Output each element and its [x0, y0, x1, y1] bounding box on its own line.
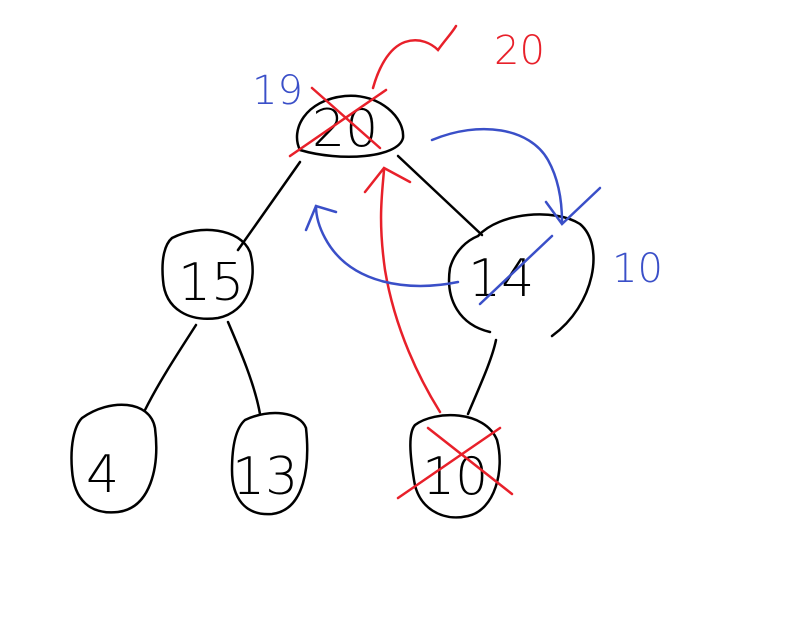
edge-left-leftleft — [143, 323, 198, 412]
root-new-value: 19 — [252, 68, 303, 114]
node-right-outline — [447, 213, 595, 338]
root-cross-mark — [288, 86, 388, 158]
swap-arrow-top-head — [544, 186, 602, 226]
node-rightleft-label: 10 — [422, 447, 488, 507]
node-left-label: 15 — [178, 253, 244, 313]
root-old-value-note: 20 — [494, 28, 545, 74]
swap-arrow-bottom — [314, 204, 460, 288]
tree-nodes — [70, 94, 595, 519]
node-leftright-outline — [230, 411, 309, 516]
node-right-label: 14 — [468, 249, 534, 309]
node-leftleft-outline — [70, 403, 158, 514]
promote-arrow-head — [363, 166, 412, 194]
edge-right-rightleft — [466, 338, 498, 416]
node-leftleft-label: 4 — [86, 445, 119, 505]
tree-edges — [143, 154, 498, 416]
red-annotations — [288, 24, 514, 500]
promote-arrow-line — [379, 168, 442, 414]
edge-root-left — [236, 160, 302, 252]
node-left-outline — [161, 228, 254, 320]
blue-annotations — [304, 127, 602, 306]
swap-arrow-top — [430, 127, 564, 224]
right-strike-mark — [478, 234, 554, 306]
right-new-value: 10 — [612, 246, 663, 292]
node-root-label: 20 — [312, 99, 378, 159]
edge-root-right — [396, 154, 484, 237]
node-root-outline — [295, 94, 405, 158]
rightleft-cross-mark — [396, 426, 514, 500]
node-leftright-label: 13 — [232, 447, 298, 507]
edge-left-leftright — [226, 320, 262, 416]
root-note-connector — [371, 24, 458, 90]
swap-arrow-bottom-head — [304, 204, 338, 232]
node-rightleft-outline — [409, 414, 501, 519]
